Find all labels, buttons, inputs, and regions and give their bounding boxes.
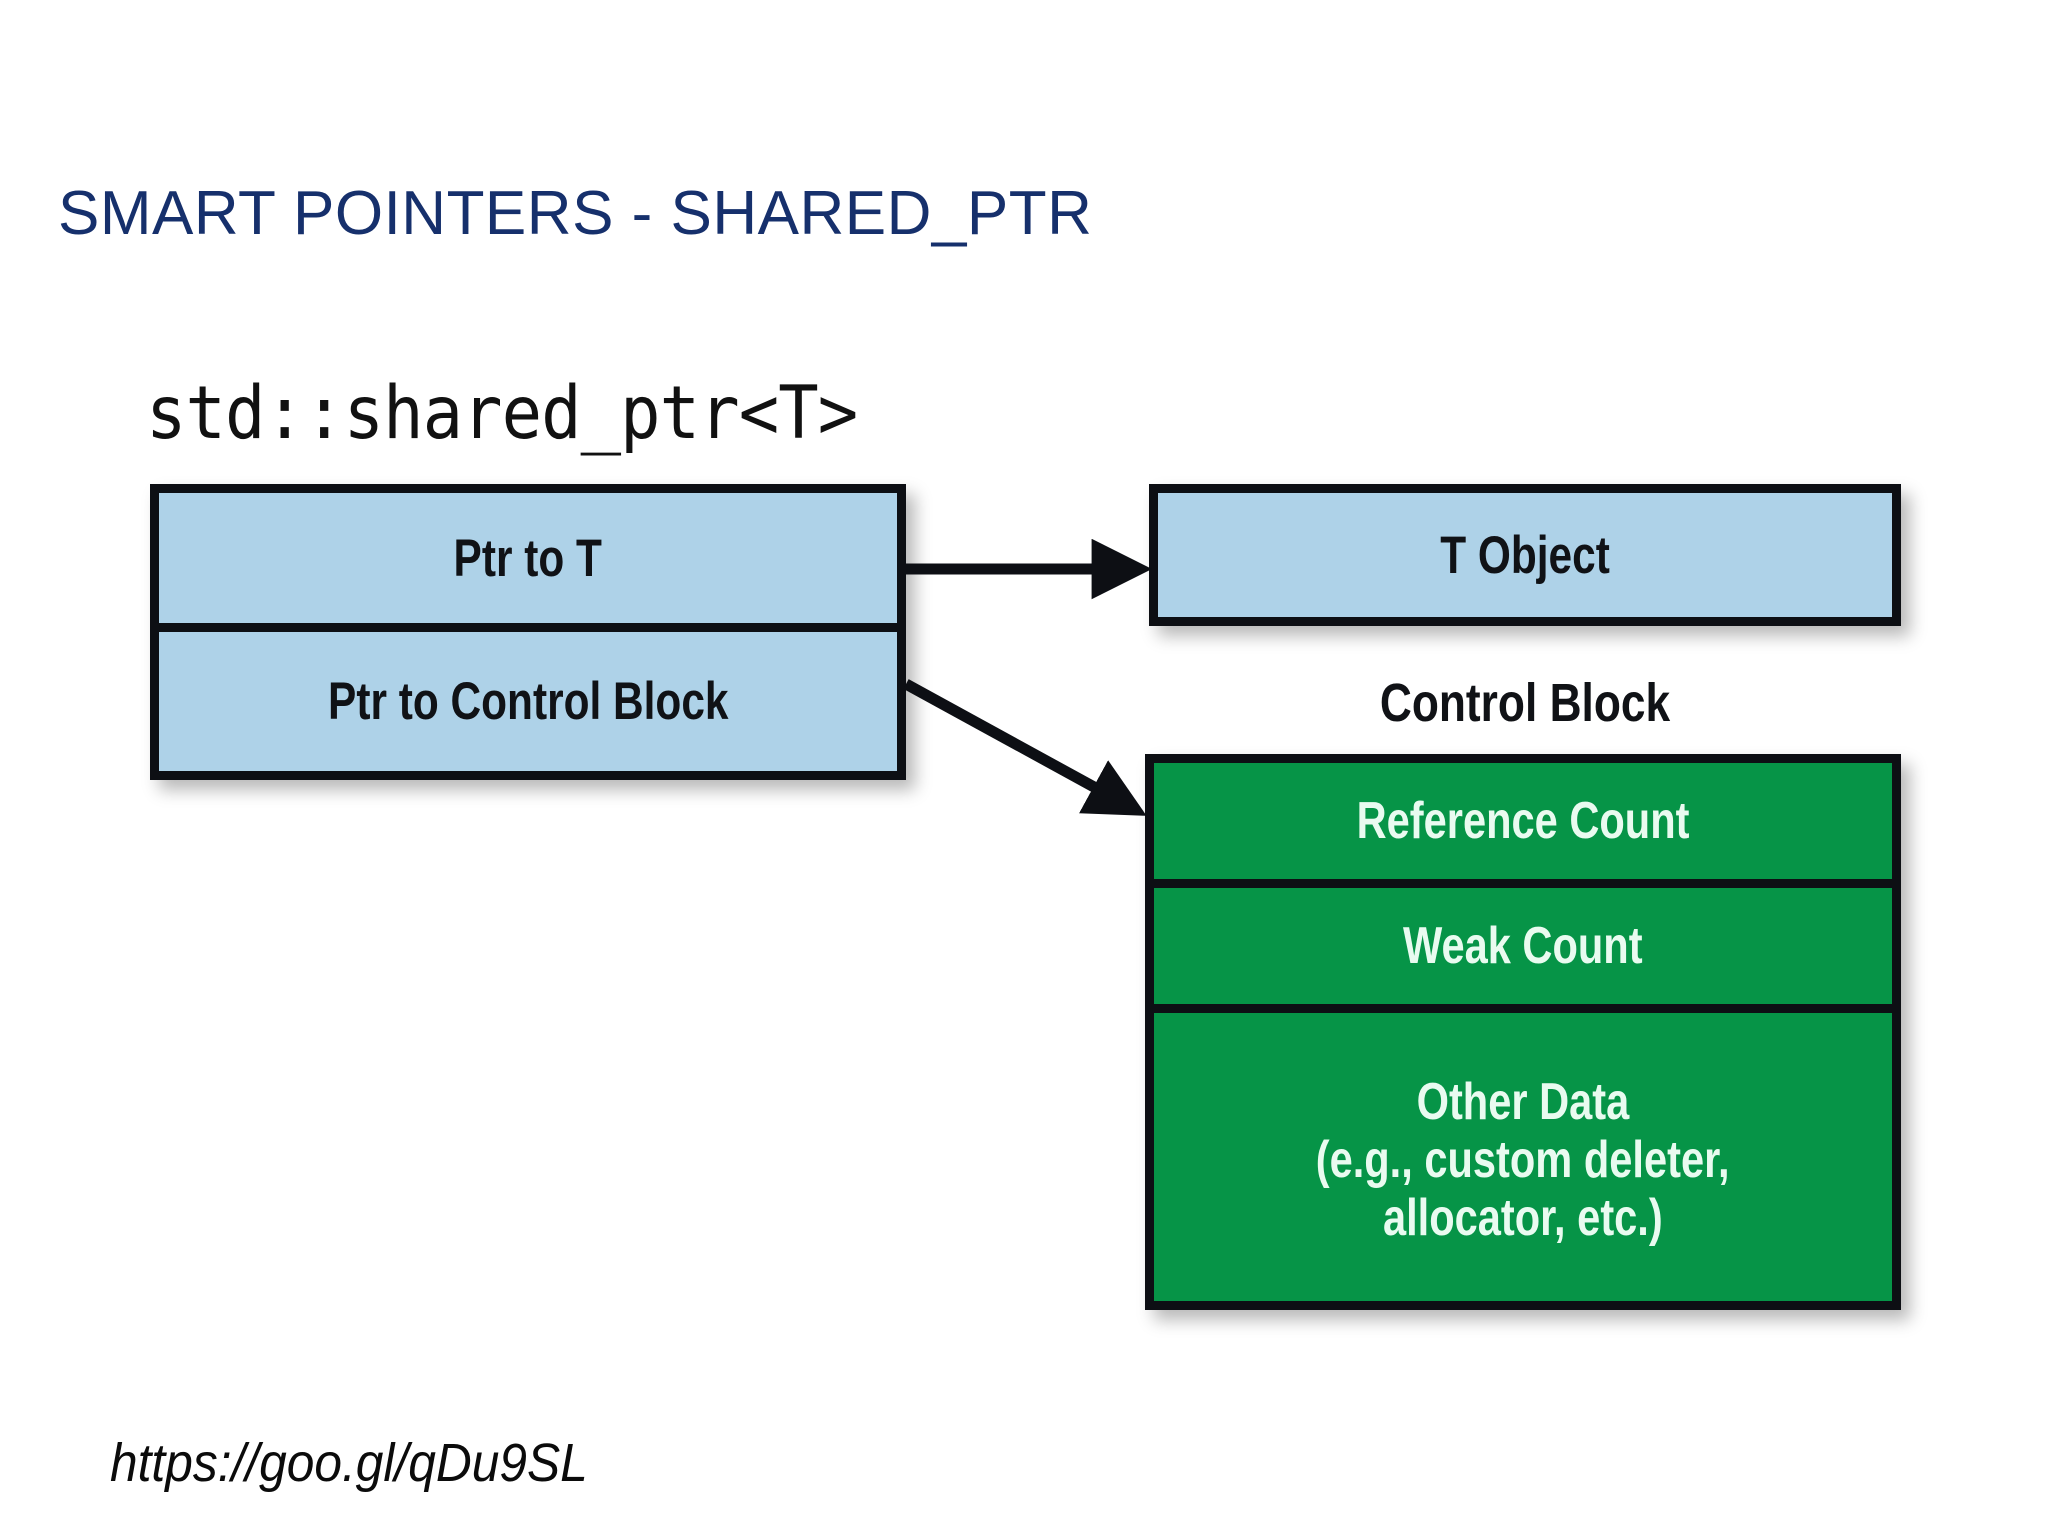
t-object-box: T Object bbox=[1149, 484, 1901, 626]
t-object-row: T Object bbox=[1158, 493, 1892, 617]
control-block-caption: Control Block bbox=[1149, 672, 1901, 734]
field-reference-count: Reference Count bbox=[1154, 763, 1892, 888]
field-ptr-to-t: Ptr to T bbox=[159, 493, 897, 632]
field-ptr-to-control-block-label: Ptr to Control Block bbox=[327, 672, 729, 731]
control-block-box: Reference Count Weak Count Other Data (e… bbox=[1145, 754, 1901, 1310]
source-link[interactable]: https://goo.gl/qDu9SL bbox=[110, 1433, 588, 1493]
ptr-to-control-block-arrow bbox=[903, 679, 1147, 816]
field-weak-count-label: Weak Count bbox=[1403, 917, 1643, 975]
field-ptr-to-t-label: Ptr to T bbox=[453, 528, 603, 588]
shared-ptr-object-box: Ptr to T Ptr to Control Block bbox=[150, 484, 906, 780]
field-other-data-line-2: (e.g., custom deleter, bbox=[1316, 1130, 1730, 1189]
field-other-data-line-1: Other Data bbox=[1416, 1072, 1630, 1131]
field-other-data: Other Data (e.g., custom deleter, alloca… bbox=[1154, 1013, 1892, 1301]
page-title: SMART POINTERS - SHARED_PTR bbox=[58, 179, 1093, 248]
field-ptr-to-control-block: Ptr to Control Block bbox=[159, 632, 897, 771]
field-other-data-line-3: allocator, etc.) bbox=[1383, 1189, 1663, 1248]
t-object-label: T Object bbox=[1440, 525, 1610, 585]
field-weak-count: Weak Count bbox=[1154, 888, 1892, 1013]
control-block-caption-text: Control Block bbox=[1379, 673, 1671, 733]
code-caption-shared-ptr: std::shared_ptr<T> bbox=[146, 371, 858, 456]
field-reference-count-label: Reference Count bbox=[1356, 792, 1690, 850]
